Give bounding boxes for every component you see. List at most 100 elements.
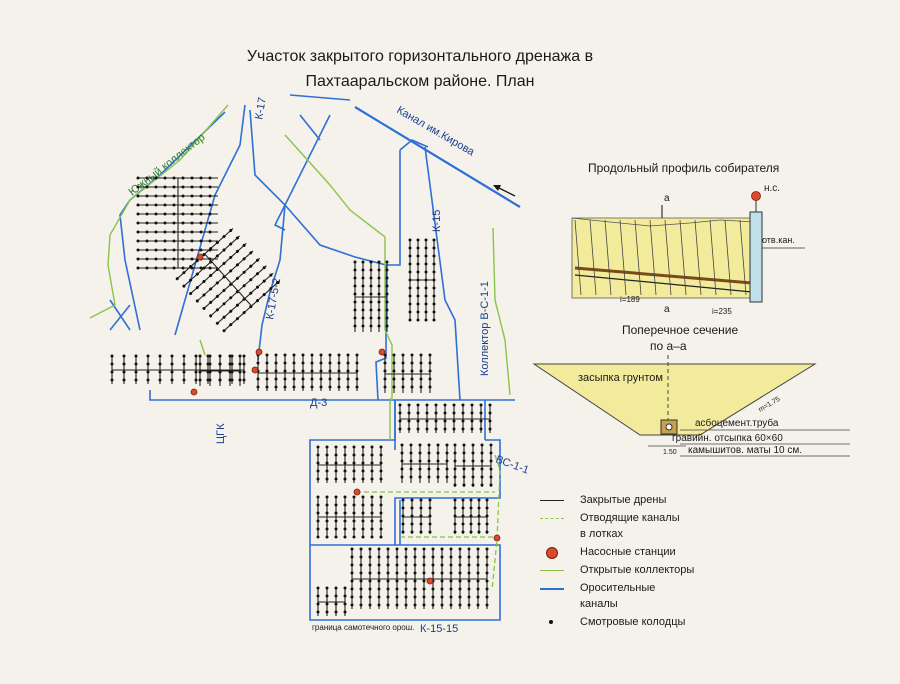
inspection-well-icon: [198, 370, 202, 374]
inspection-well-icon: [395, 563, 399, 567]
inspection-well-icon: [419, 353, 423, 357]
inspection-well-icon: [410, 514, 414, 518]
profile-drain-line: [619, 219, 627, 296]
legend-item-wells: Смотровые колодцы: [540, 614, 760, 632]
inspection-well-icon: [334, 495, 338, 499]
inspection-well-icon: [377, 276, 381, 280]
inspection-well-icon: [461, 403, 465, 407]
inspection-well-icon: [377, 284, 381, 288]
inspection-well-icon: [432, 302, 436, 306]
inspection-well-icon: [215, 254, 219, 258]
boundary-label: граница самотечного орош.: [312, 623, 414, 632]
inspection-well-icon: [443, 403, 447, 407]
inspection-well-icon: [353, 260, 357, 264]
inspection-well-icon: [189, 278, 193, 282]
inspection-well-icon: [222, 315, 226, 319]
inspection-well-icon: [316, 519, 320, 523]
inspection-well-icon: [134, 354, 138, 358]
inspection-well-icon: [385, 260, 389, 264]
inspection-well-icon: [334, 586, 338, 590]
inspection-well-icon: [385, 300, 389, 304]
inspection-well-icon: [419, 369, 423, 373]
section-fill-label: засыпка грунтом: [578, 372, 663, 384]
inspection-well-icon: [461, 427, 465, 431]
inspection-well-icon: [228, 354, 232, 358]
inspection-well-icon: [350, 563, 354, 567]
inspection-well-icon: [408, 278, 412, 282]
inspection-well-icon: [485, 522, 489, 526]
inspection-well-icon: [350, 547, 354, 551]
inspection-well-icon: [154, 230, 158, 234]
inspection-well-icon: [424, 262, 428, 266]
inspection-well-icon: [410, 506, 414, 510]
inspection-well-icon: [428, 361, 432, 365]
drain-line: [204, 253, 252, 307]
inspection-well-icon: [353, 276, 357, 280]
section-pipe-label: асбоцемент.труба: [695, 417, 779, 429]
inspection-well-icon: [485, 498, 489, 502]
inspection-well-icon: [416, 270, 420, 274]
inspection-well-icon: [370, 503, 374, 507]
inspection-well-icon: [242, 270, 246, 274]
inspection-well-icon: [424, 246, 428, 250]
inspection-well-icon: [172, 221, 176, 225]
inspection-well-icon: [392, 361, 396, 365]
inspection-well-icon: [242, 370, 246, 374]
inspection-well-icon: [352, 519, 356, 523]
inspection-well-icon: [235, 276, 239, 280]
inspection-well-icon: [190, 194, 194, 198]
inspection-well-icon: [467, 563, 471, 567]
inspection-well-icon: [370, 519, 374, 523]
inspection-well-icon: [449, 571, 453, 575]
legend-label: Оросительные: [580, 582, 656, 594]
inspection-well-icon: [369, 316, 373, 320]
inspection-well-icon: [427, 443, 431, 447]
inspection-well-icon: [190, 203, 194, 207]
inspection-well-icon: [170, 378, 174, 382]
inspection-well-icon: [386, 547, 390, 551]
inspection-well-icon: [350, 587, 354, 591]
closed-drains: [110, 176, 493, 616]
inspection-well-icon: [480, 459, 484, 463]
inspection-well-icon: [379, 453, 383, 457]
inspection-well-icon: [145, 266, 149, 270]
inspection-well-icon: [440, 555, 444, 559]
inspection-well-icon: [235, 249, 239, 253]
inspection-well-icon: [462, 443, 466, 447]
inspection-well-icon: [489, 451, 493, 455]
inspection-well-icon: [424, 286, 428, 290]
inspection-well-icon: [401, 369, 405, 373]
inspection-well-icon: [229, 323, 233, 327]
inspection-well-icon: [410, 522, 414, 526]
k17-5-2-label: К-17-5-2: [264, 277, 283, 320]
inspection-well-icon: [242, 354, 246, 358]
inspection-well-icon: [337, 353, 341, 357]
inspection-well-icon: [198, 354, 202, 358]
inspection-well-icon: [154, 239, 158, 243]
inspection-well-icon: [377, 268, 381, 272]
inspection-well-icon: [136, 185, 140, 189]
inspection-well-icon: [469, 506, 473, 510]
inspection-well-icon: [424, 302, 428, 306]
inspection-well-icon: [163, 212, 167, 216]
inspection-well-icon: [292, 361, 296, 365]
profile-drain-line: [679, 219, 687, 296]
inspection-well-icon: [215, 308, 219, 312]
inspection-well-icon: [428, 353, 432, 357]
inspection-well-icon: [408, 310, 412, 314]
inspection-well-icon: [422, 555, 426, 559]
inspection-well-icon: [470, 411, 474, 415]
inspection-well-icon: [325, 445, 329, 449]
pump-station-icon: [251, 366, 259, 374]
inspection-well-icon: [458, 579, 462, 583]
inspection-well-icon: [172, 185, 176, 189]
inspection-well-icon: [346, 353, 350, 357]
inspection-well-icon: [361, 324, 365, 328]
inspection-well-icon: [432, 270, 436, 274]
inspection-well-icon: [434, 411, 438, 415]
inspection-well-icon: [163, 266, 167, 270]
inspection-well-icon: [386, 587, 390, 591]
inspection-well-icon: [189, 292, 193, 296]
inspection-well-icon: [110, 354, 114, 358]
inspection-well-icon: [361, 284, 365, 288]
